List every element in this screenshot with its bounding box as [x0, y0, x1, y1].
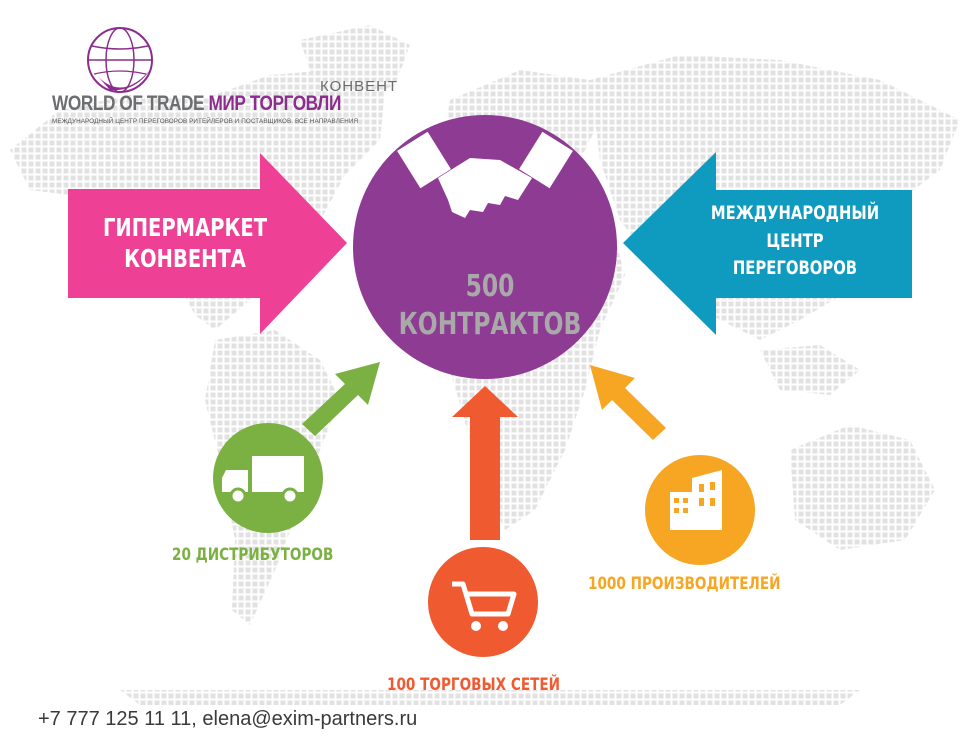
contact-info: +7 777 125 11 11, elena@exim-partners.ru [38, 708, 418, 730]
truck-icon [222, 456, 304, 505]
green-arrow [302, 362, 380, 436]
globe-logo-icon [87, 27, 153, 93]
left-arrow-line1: ГИПЕРМАРКЕТ [102, 213, 268, 242]
distributors-label: 20 ДИСТРИБУТОРОВ [172, 545, 334, 565]
retail-label: 100 ТОРГОВЫХ СЕТЕЙ [387, 675, 561, 695]
logo-title-en: WORLD OF TRADE [52, 92, 205, 115]
logo-subtitle: КОНВЕНТ [320, 78, 399, 95]
factory-icon [670, 470, 722, 530]
shopping-cart-icon [452, 581, 517, 631]
logo-title: WORLD OF TRADE МИР ТОРГОВЛИ [52, 92, 341, 116]
center-count: 500 [465, 269, 515, 304]
right-arrow-label: МЕЖДУНАРОДНЫЙ ЦЕНТР ПЕРЕГОВОРОВ [705, 200, 884, 283]
right-arrow-line1: МЕЖДУНАРОДНЫЙ [710, 202, 880, 224]
orange-arrow [590, 365, 666, 440]
producers-label: 1000 ПРОИЗВОДИТЕЛЕЙ [588, 574, 781, 594]
retail-circle [428, 547, 538, 657]
center-label: 500 КОНТРАКТОВ [396, 268, 583, 343]
right-arrow [623, 152, 912, 335]
logo-title-ru: МИР ТОРГОВЛИ [208, 92, 341, 115]
left-arrow [68, 153, 347, 334]
logo-tagline: МЕЖДУНАРОДНЫЙ ЦЕНТР ПЕРЕГОВОРОВ РИТЕЙЛЕР… [52, 118, 359, 125]
center-caption: КОНТРАКТОВ [398, 306, 582, 342]
right-arrow-line2: ЦЕНТР [766, 229, 824, 252]
left-arrow-label: ГИПЕРМАРКЕТ КОНВЕНТА [95, 213, 274, 274]
left-arrow-line2: КОНВЕНТА [124, 243, 246, 273]
logo: КОНВЕНТ WORLD OF TRADE МИР ТОРГОВЛИ МЕЖД… [40, 22, 397, 132]
right-arrow-line3: ПЕРЕГОВОРОВ [732, 257, 858, 280]
red-arrow [452, 386, 518, 540]
handshake-icon [397, 131, 573, 218]
